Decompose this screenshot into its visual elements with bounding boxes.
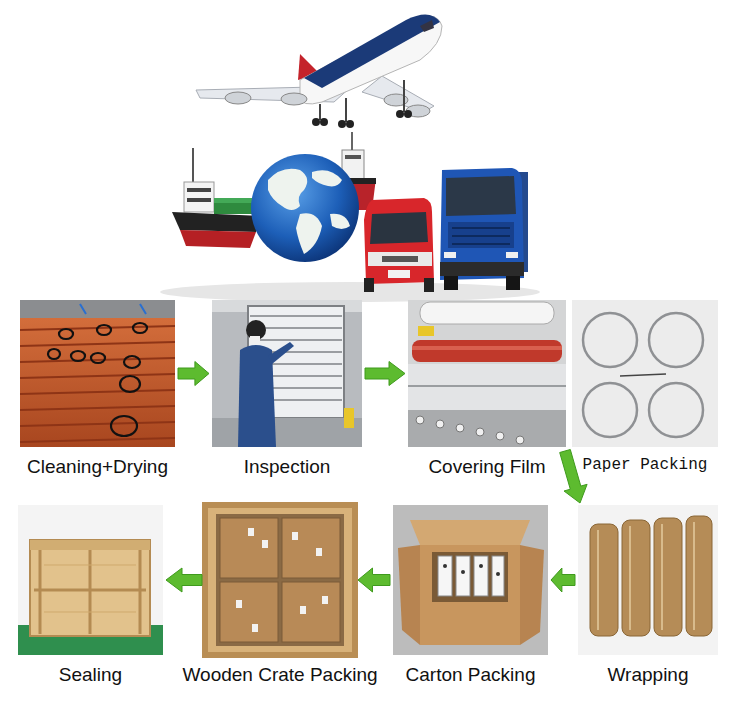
photo-frame: Sealing — [18, 505, 163, 655]
step-label: Paper Packing — [583, 456, 708, 475]
photo-frame: Wrapping — [578, 505, 718, 655]
crate-packing-photo — [205, 505, 355, 655]
flow-arrow — [551, 568, 575, 592]
airplane — [196, 14, 442, 128]
photo-frame: Cleaning+Drying — [20, 300, 175, 447]
flow-arrow — [365, 362, 405, 386]
photo-frame: Wooden Crate Packing — [205, 505, 355, 655]
flow-arrow — [166, 568, 202, 592]
step-label: Inspection — [244, 456, 331, 479]
photo-frame: Carton Packing — [393, 505, 548, 655]
transport-illustration — [160, 14, 540, 302]
photo-frame: Inspection — [212, 300, 362, 447]
step-label: Covering Film — [428, 456, 545, 479]
carton-photo — [393, 505, 548, 655]
step-label: Sealing — [59, 664, 122, 687]
cleaning-photo — [20, 300, 175, 447]
van — [364, 198, 434, 292]
flow-arrow — [358, 568, 390, 592]
covering-film-photo — [408, 300, 566, 447]
step-label: Wooden Crate Packing — [182, 664, 377, 687]
inspection-photo — [212, 300, 362, 447]
step-label: Carton Packing — [406, 664, 536, 687]
step-label: Cleaning+Drying — [27, 456, 168, 479]
paper-packing-photo — [572, 300, 718, 447]
sealing-photo — [18, 505, 163, 655]
flow-arrow — [178, 362, 209, 386]
wrapping-photo — [578, 505, 718, 655]
ship-front — [172, 148, 262, 248]
photo-frame: Paper Packing — [572, 300, 718, 447]
globe — [251, 154, 359, 262]
step-label: Wrapping — [608, 664, 689, 687]
truck — [440, 168, 528, 290]
photo-frame: Covering Film — [408, 300, 566, 447]
